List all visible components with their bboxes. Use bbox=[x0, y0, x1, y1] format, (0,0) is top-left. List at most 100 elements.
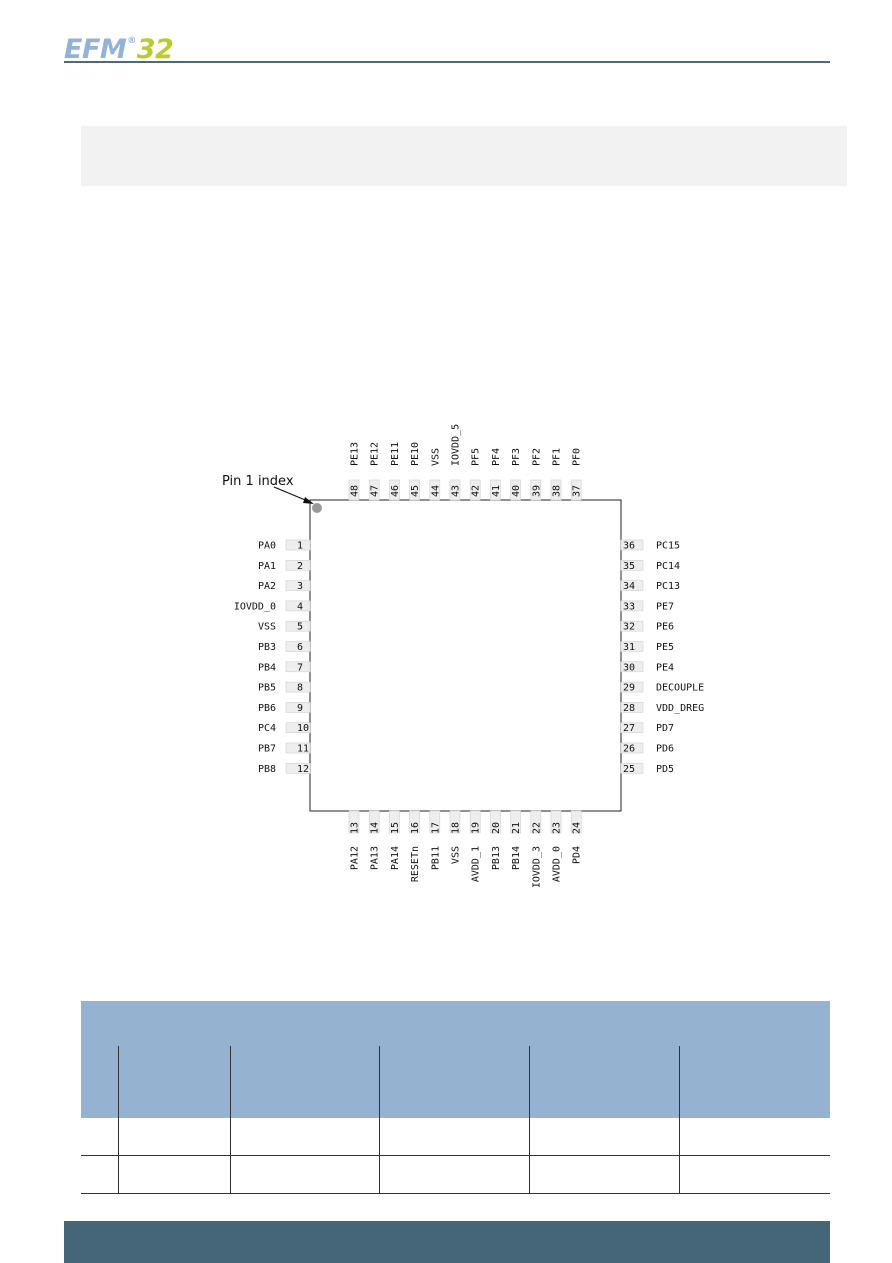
pins-layer: 1PA02PA13PA24IOVDD_05VSS6PB37PB48PB59PB6… bbox=[234, 424, 704, 888]
pin-number-top: 46 bbox=[390, 485, 401, 497]
pin-pad-left bbox=[285, 620, 311, 632]
pin-number-bottom: 20 bbox=[491, 822, 502, 834]
pin-name-left: PB5 bbox=[258, 683, 276, 694]
grey-section-box bbox=[81, 126, 847, 186]
table-title-row bbox=[81, 1001, 830, 1046]
pin-number-bottom: 13 bbox=[350, 822, 361, 834]
table-row bbox=[81, 1155, 830, 1194]
pin-pad-bottom bbox=[429, 810, 441, 834]
pin-number-left: 3 bbox=[297, 581, 303, 592]
pin-name-left: PA0 bbox=[258, 541, 276, 552]
pin-name-top: PE12 bbox=[370, 442, 381, 466]
pin-pad-bottom bbox=[469, 810, 481, 834]
pin-name-top: PF1 bbox=[552, 448, 563, 466]
pin-name-right: PC14 bbox=[656, 561, 680, 572]
pin-number-right: 34 bbox=[623, 581, 635, 592]
pin-pad-bottom bbox=[530, 810, 542, 834]
pin-name-bottom: VSS bbox=[451, 846, 462, 864]
pin-name-bottom: AVDD_1 bbox=[471, 846, 482, 882]
pin-pad-top bbox=[389, 479, 400, 501]
pin-number-left: 2 bbox=[297, 561, 303, 572]
pin-name-left: PB6 bbox=[258, 703, 276, 714]
pin-pad-top bbox=[530, 479, 542, 501]
pin-number-right: 28 bbox=[623, 703, 635, 714]
pin-name-top: PF0 bbox=[572, 448, 583, 466]
pin-pad-top bbox=[348, 479, 360, 501]
pin-number-bottom: 16 bbox=[410, 822, 421, 834]
pin-number-bottom: 15 bbox=[390, 822, 401, 834]
table-header-row bbox=[81, 1046, 830, 1118]
pin-number-bottom: 19 bbox=[471, 822, 482, 834]
pin-number-top: 48 bbox=[350, 485, 361, 497]
table-cell bbox=[679, 1155, 830, 1194]
pin-pad-top bbox=[469, 479, 481, 501]
pin-name-right: PD7 bbox=[656, 723, 674, 734]
pin-name-left: PB8 bbox=[258, 764, 276, 775]
pin-name-left: PA2 bbox=[258, 581, 276, 592]
pin-name-right: PC15 bbox=[656, 541, 680, 552]
pin-name-right: PE5 bbox=[656, 642, 674, 653]
pin-name-top: PF5 bbox=[471, 448, 482, 466]
pin-pad-left bbox=[285, 702, 311, 713]
chip-body bbox=[309, 499, 622, 812]
pin-name-bottom: AVDD_0 bbox=[552, 846, 563, 882]
pin-pad-bottom bbox=[510, 810, 521, 834]
pin-number-left: 9 bbox=[297, 703, 303, 714]
pin-name-left: PA1 bbox=[258, 561, 276, 572]
pin-name-right: PE4 bbox=[656, 662, 674, 673]
pin-pad-left bbox=[285, 641, 311, 652]
pin-pad-bottom bbox=[550, 810, 562, 834]
table-cell bbox=[81, 1118, 119, 1156]
pin-name-left: PC4 bbox=[258, 723, 276, 734]
pin-name-right: PE6 bbox=[656, 622, 674, 633]
pin-name-bottom: PA13 bbox=[370, 846, 381, 870]
pin-number-top: 44 bbox=[430, 485, 441, 497]
pin-number-top: 39 bbox=[531, 485, 542, 497]
pin-number-bottom: 24 bbox=[572, 822, 583, 834]
pin-name-right: PD5 bbox=[656, 764, 674, 775]
pin-number-top: 42 bbox=[471, 485, 482, 497]
table-cell bbox=[679, 1118, 830, 1156]
pin-number-left: 11 bbox=[297, 744, 309, 755]
pin-number-right: 26 bbox=[623, 744, 635, 755]
pin-pad-bottom bbox=[449, 810, 461, 834]
pin-name-left: PB3 bbox=[258, 642, 276, 653]
pin-name-top: PE10 bbox=[410, 442, 421, 466]
table-cell bbox=[118, 1118, 232, 1156]
pin-name-right: DECOUPLE bbox=[656, 683, 704, 694]
pin-pad-right bbox=[620, 762, 644, 774]
pin-pad-top bbox=[550, 479, 562, 501]
pin-name-bottom: PA12 bbox=[350, 846, 361, 870]
table-cell bbox=[81, 1155, 119, 1194]
pin-pad-right bbox=[620, 681, 644, 693]
pin-name-right: PC13 bbox=[656, 581, 680, 592]
table-cell bbox=[230, 1118, 381, 1156]
pin-pad-top bbox=[570, 479, 582, 501]
table-cell bbox=[118, 1155, 232, 1194]
pin-name-top: IOVDD_5 bbox=[451, 424, 462, 466]
pin-number-bottom: 17 bbox=[430, 822, 441, 834]
pin-pad-top bbox=[510, 479, 521, 501]
pin-number-right: 30 bbox=[623, 662, 635, 673]
pin-name-bottom: PB13 bbox=[491, 846, 502, 870]
pin-number-bottom: 14 bbox=[370, 822, 381, 834]
pin-pad-bottom bbox=[389, 810, 400, 834]
pin-number-top: 45 bbox=[410, 485, 421, 497]
pin-pad-top bbox=[368, 479, 380, 501]
pin-number-left: 1 bbox=[297, 541, 303, 552]
table-header-cell bbox=[679, 1046, 830, 1118]
pin-name-top: PE11 bbox=[390, 442, 401, 466]
table-row bbox=[81, 1118, 830, 1156]
pin-pad-top bbox=[449, 479, 461, 501]
pin-number-top: 41 bbox=[491, 485, 502, 497]
table-title-cell bbox=[81, 1001, 830, 1046]
table-cell bbox=[529, 1155, 680, 1194]
index-arrow-line bbox=[273, 486, 311, 503]
pin-number-left: 5 bbox=[297, 622, 303, 633]
pin-pad-right bbox=[620, 742, 644, 754]
table-header-cell bbox=[529, 1046, 680, 1118]
pin-pad-left bbox=[285, 600, 311, 612]
pin-name-right: PD6 bbox=[656, 744, 674, 755]
